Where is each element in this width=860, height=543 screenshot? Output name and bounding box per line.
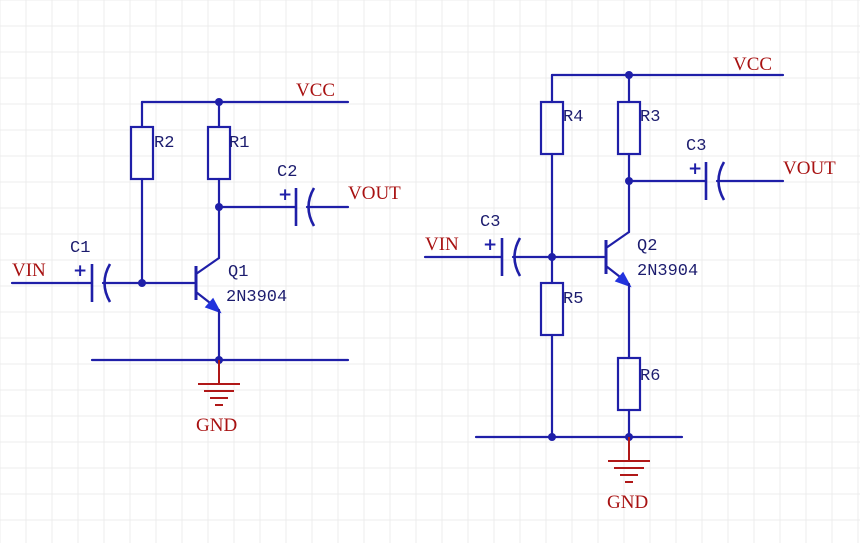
cin-polarity-mark: + xyxy=(483,235,497,255)
r1-resistor[interactable] xyxy=(206,125,232,181)
r5-label: R5 xyxy=(563,290,583,309)
r1-label: R1 xyxy=(229,134,249,153)
q2-transistor[interactable] xyxy=(604,230,632,288)
right-amplifier-circuit: VCC R4 R5 R3 + C3 VOUT VIN + C3 xyxy=(423,54,836,513)
cout-label: C3 xyxy=(686,137,706,156)
vin-port-label: VIN xyxy=(425,234,459,255)
c2-polarity-mark: + xyxy=(278,185,292,205)
vout-port-label: VOUT xyxy=(348,183,401,204)
vcc-net-label: VCC xyxy=(733,54,772,75)
r6-label: R6 xyxy=(640,367,660,386)
gnd-net-label: GND xyxy=(196,415,237,436)
q1-part-number: 2N3904 xyxy=(226,288,287,307)
cin-label: C3 xyxy=(480,213,500,232)
cout-polarity-mark: + xyxy=(688,159,702,179)
q1-ref-label: Q1 xyxy=(228,263,248,282)
vcc-net-label: VCC xyxy=(296,80,335,101)
r3-resistor[interactable] xyxy=(616,100,642,156)
q2-emitter-arrow xyxy=(614,271,632,288)
q1-emitter-arrow xyxy=(204,297,222,314)
q1-collector-lead xyxy=(194,256,221,276)
c1-polarity-mark: + xyxy=(73,261,87,281)
vout-port-label: VOUT xyxy=(783,158,836,179)
r2-resistor[interactable] xyxy=(129,125,155,181)
gnd-net-label: GND xyxy=(607,492,648,513)
r2-label: R2 xyxy=(154,134,174,153)
left-amplifier-circuit: VCC R2 R1 + C2 VOUT VIN + C1 xyxy=(10,80,401,436)
c2-label: C2 xyxy=(277,163,297,182)
junction-dot xyxy=(138,279,146,287)
r6-resistor[interactable] xyxy=(616,356,642,412)
q2-part-number: 2N3904 xyxy=(637,262,698,281)
c1-label: C1 xyxy=(70,239,90,258)
r5-resistor[interactable] xyxy=(539,281,565,337)
vin-port-label: VIN xyxy=(12,260,46,281)
q2-collector-lead xyxy=(604,230,631,250)
q1-transistor[interactable] xyxy=(194,256,222,314)
junction-dot xyxy=(548,433,556,441)
ground-symbol xyxy=(608,437,650,483)
r4-resistor[interactable] xyxy=(539,100,565,156)
ground-symbol xyxy=(198,360,240,406)
r4-label: R4 xyxy=(563,108,583,127)
q2-ref-label: Q2 xyxy=(637,237,657,256)
r3-label: R3 xyxy=(640,108,660,127)
